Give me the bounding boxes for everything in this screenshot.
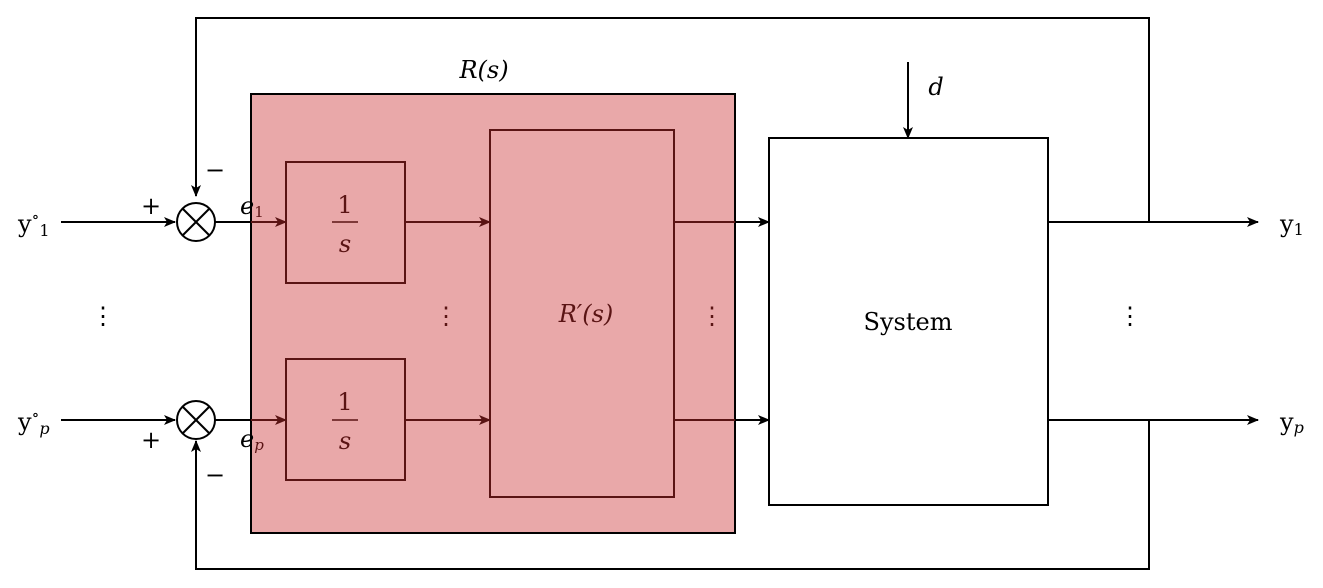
inner-controller-block xyxy=(489,129,675,498)
inner-controller-label: R′(s) xyxy=(558,300,614,328)
output-top-label: y1 xyxy=(1279,210,1304,239)
integrator-bottom-num: 1 xyxy=(337,388,352,416)
disturbance-label: d xyxy=(928,73,943,101)
summing-junction-bottom xyxy=(176,400,216,440)
integrator-top-num: 1 xyxy=(337,191,352,219)
minus-sign-bottom: − xyxy=(205,461,225,489)
plus-sign-bottom: + xyxy=(141,426,161,454)
input-dots: ⋮ xyxy=(91,302,115,330)
system-block xyxy=(768,137,1049,506)
input-top-label: y∘1 xyxy=(17,207,50,240)
controller-dots-right: ⋮ xyxy=(700,302,724,330)
input-bottom-label: y∘p xyxy=(17,405,50,438)
summing-junction-top xyxy=(176,202,216,242)
controller-dots-left: ⋮ xyxy=(434,302,458,330)
feedback-top-line xyxy=(191,17,1150,222)
integrator-bottom-den: s xyxy=(339,427,351,455)
integrator-top-den: s xyxy=(339,230,351,258)
system-label: System xyxy=(864,308,953,336)
minus-sign-top: − xyxy=(205,156,225,184)
output-bottom-label: yp xyxy=(1279,408,1304,437)
output-dots: ⋮ xyxy=(1118,302,1142,330)
feedback-bottom-line xyxy=(191,420,1150,570)
controller-block xyxy=(250,93,736,534)
plus-sign-top: + xyxy=(141,192,161,220)
controller-label: R(s) xyxy=(458,56,508,84)
error-bottom-label: ep xyxy=(240,425,264,454)
error-top-label: e1 xyxy=(240,192,264,221)
